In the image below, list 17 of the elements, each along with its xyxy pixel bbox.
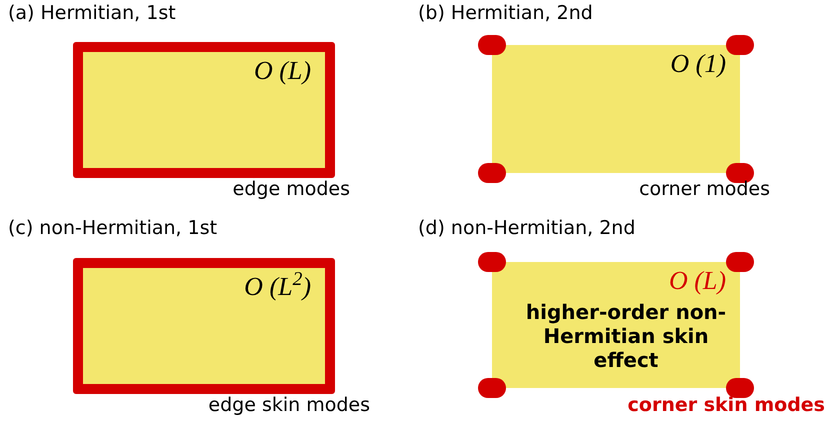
effect-label: higher-order non-Hermitian skin effect — [524, 300, 728, 372]
panel-title: (a) Hermitian, 1st — [8, 4, 176, 23]
panel-title: (d) non-Hermitian, 2nd — [418, 219, 636, 238]
panel-title: (b) Hermitian, 2nd — [418, 4, 593, 23]
scaling-label: O (L$^{2}$) — [244, 274, 311, 300]
square-with-edge-border — [73, 42, 335, 178]
scaling-label: O (L) — [668, 268, 726, 294]
square-with-edge-border — [73, 258, 335, 394]
mode-caption: edge skin modes — [207, 396, 370, 415]
scaling-label: O (1) — [670, 51, 726, 77]
square-sample — [492, 262, 740, 388]
scaling-label: O (L) — [254, 58, 311, 84]
square-sample — [492, 45, 740, 173]
panel-title: (c) non-Hermitian, 1st — [8, 219, 218, 238]
mode-caption: edge modes — [232, 180, 350, 199]
mode-caption: corner skin modes — [626, 396, 825, 415]
mode-caption: corner modes — [638, 180, 770, 199]
